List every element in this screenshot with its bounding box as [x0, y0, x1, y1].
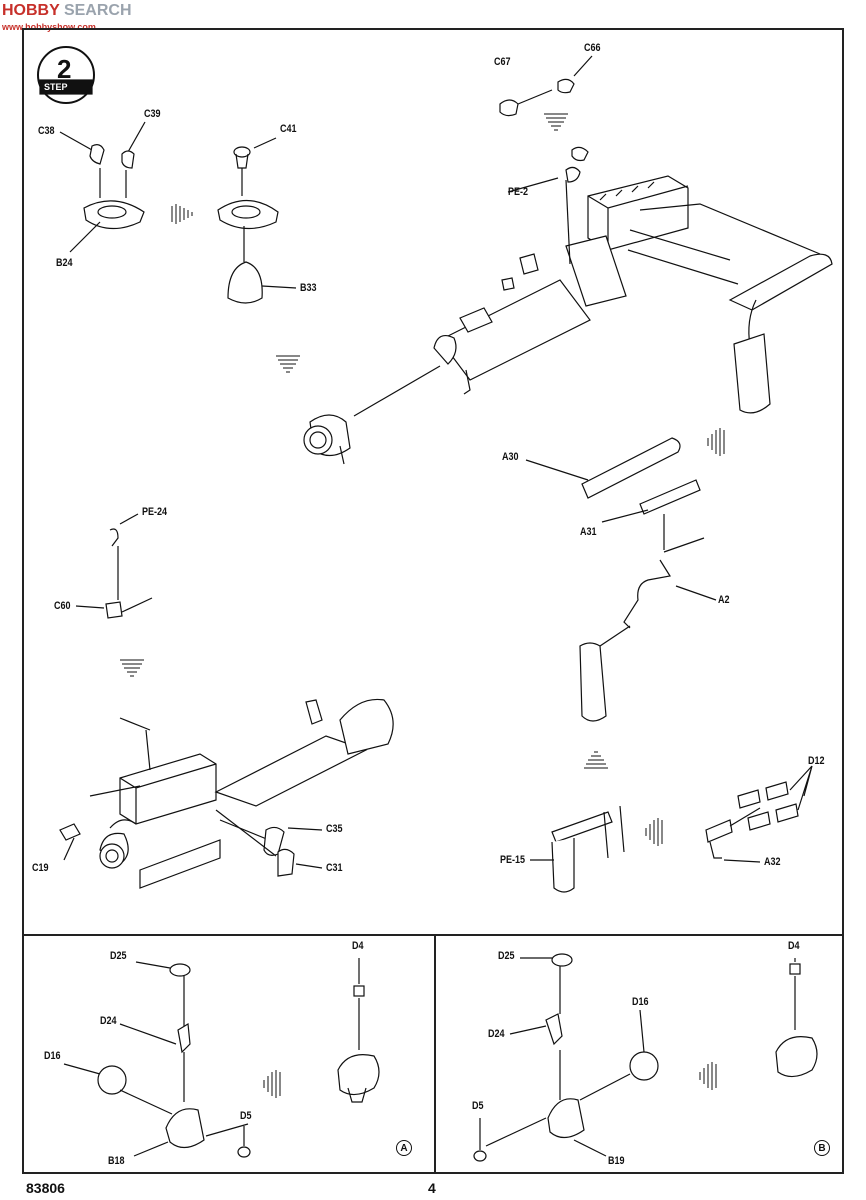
sub-b-marker: B [814, 1140, 830, 1156]
subassembly-b-panel [434, 934, 844, 1174]
sub-a-label-d16: D16 [44, 1050, 61, 1062]
part-label-d12: D12 [808, 755, 825, 767]
sub-b-label-d5: D5 [472, 1100, 484, 1112]
sub-a-marker: A [396, 1140, 412, 1156]
part-label-pe2: PE-2 [508, 186, 529, 198]
part-label-c41: C41 [280, 123, 297, 135]
step-label: STEP [44, 82, 68, 92]
part-label-c67: C67 [494, 56, 511, 68]
c41-b33-group [217, 137, 297, 304]
pe24-c60-group [75, 513, 153, 619]
sub-b-label-d24: D24 [488, 1028, 505, 1040]
step-badge-icon [37, 46, 95, 104]
part-label-c66: C66 [584, 42, 601, 54]
sub-a-label-d4: D4 [352, 940, 364, 952]
engine-transmission-assembly [433, 146, 833, 414]
sub-b-label-d25: D25 [498, 950, 515, 962]
part-label-c31: C31 [326, 862, 343, 874]
part-label-pe24: PE-24 [142, 506, 168, 518]
hatch-arrow-down-3 [120, 659, 144, 677]
hatch-arrow-down-2 [544, 113, 568, 131]
part-label-a32: A32 [764, 856, 781, 868]
watermark-logo: HOBBY SEARCH [2, 2, 132, 20]
subassembly-b-illustration [473, 953, 818, 1162]
sub-a-label-d25: D25 [110, 950, 127, 962]
sub-a-label-d5: D5 [240, 1110, 252, 1122]
part-label-b24: B24 [56, 257, 73, 269]
sub-a-label-b18: B18 [108, 1155, 125, 1167]
part-label-c60: C60 [54, 600, 71, 612]
part-label-c19: C19 [32, 862, 49, 874]
sub-b-label-d16: D16 [632, 996, 649, 1008]
hatch-arrow-right-1 [171, 204, 193, 224]
sub-a-label-d24: D24 [100, 1015, 117, 1027]
watermark-url: www.hobbyshow.com [2, 22, 96, 32]
a30-a31-a2-group [525, 437, 717, 722]
sub-b-label-d4: D4 [788, 940, 800, 952]
front-drive-unit [303, 365, 441, 465]
part-label-a31: A31 [580, 526, 597, 538]
part-label-c39: C39 [144, 108, 161, 120]
watermark-brand-b: SEARCH [63, 2, 132, 19]
c38-c39-group [59, 121, 146, 253]
step-number: 2 [57, 54, 72, 84]
sub-b-label-b19: B19 [608, 1155, 625, 1167]
part-label-b33: B33 [300, 282, 317, 294]
footer-page-number: 4 [428, 1180, 436, 1196]
subassembly-a-illustration [63, 958, 380, 1158]
hatch-arrow-left-1 [707, 428, 725, 456]
part-label-a30: A30 [502, 451, 519, 463]
d12-pe15-a32-group [530, 765, 813, 893]
footer-product-code: 83806 [26, 1180, 65, 1196]
watermark-brand-a: HOBBY [2, 2, 60, 19]
part-label-c38: C38 [38, 125, 55, 137]
part-label-a2: A2 [718, 594, 730, 606]
part-label-c35: C35 [326, 823, 343, 835]
part-label-pe15: PE-15 [500, 854, 526, 866]
c67-c66-group [499, 55, 593, 117]
lower-engine-assembly [59, 698, 394, 889]
hatch-arrow-left-2 [645, 818, 663, 846]
hatch-arrow-up-1 [584, 751, 608, 769]
hatch-arrow-down-1 [276, 355, 300, 373]
